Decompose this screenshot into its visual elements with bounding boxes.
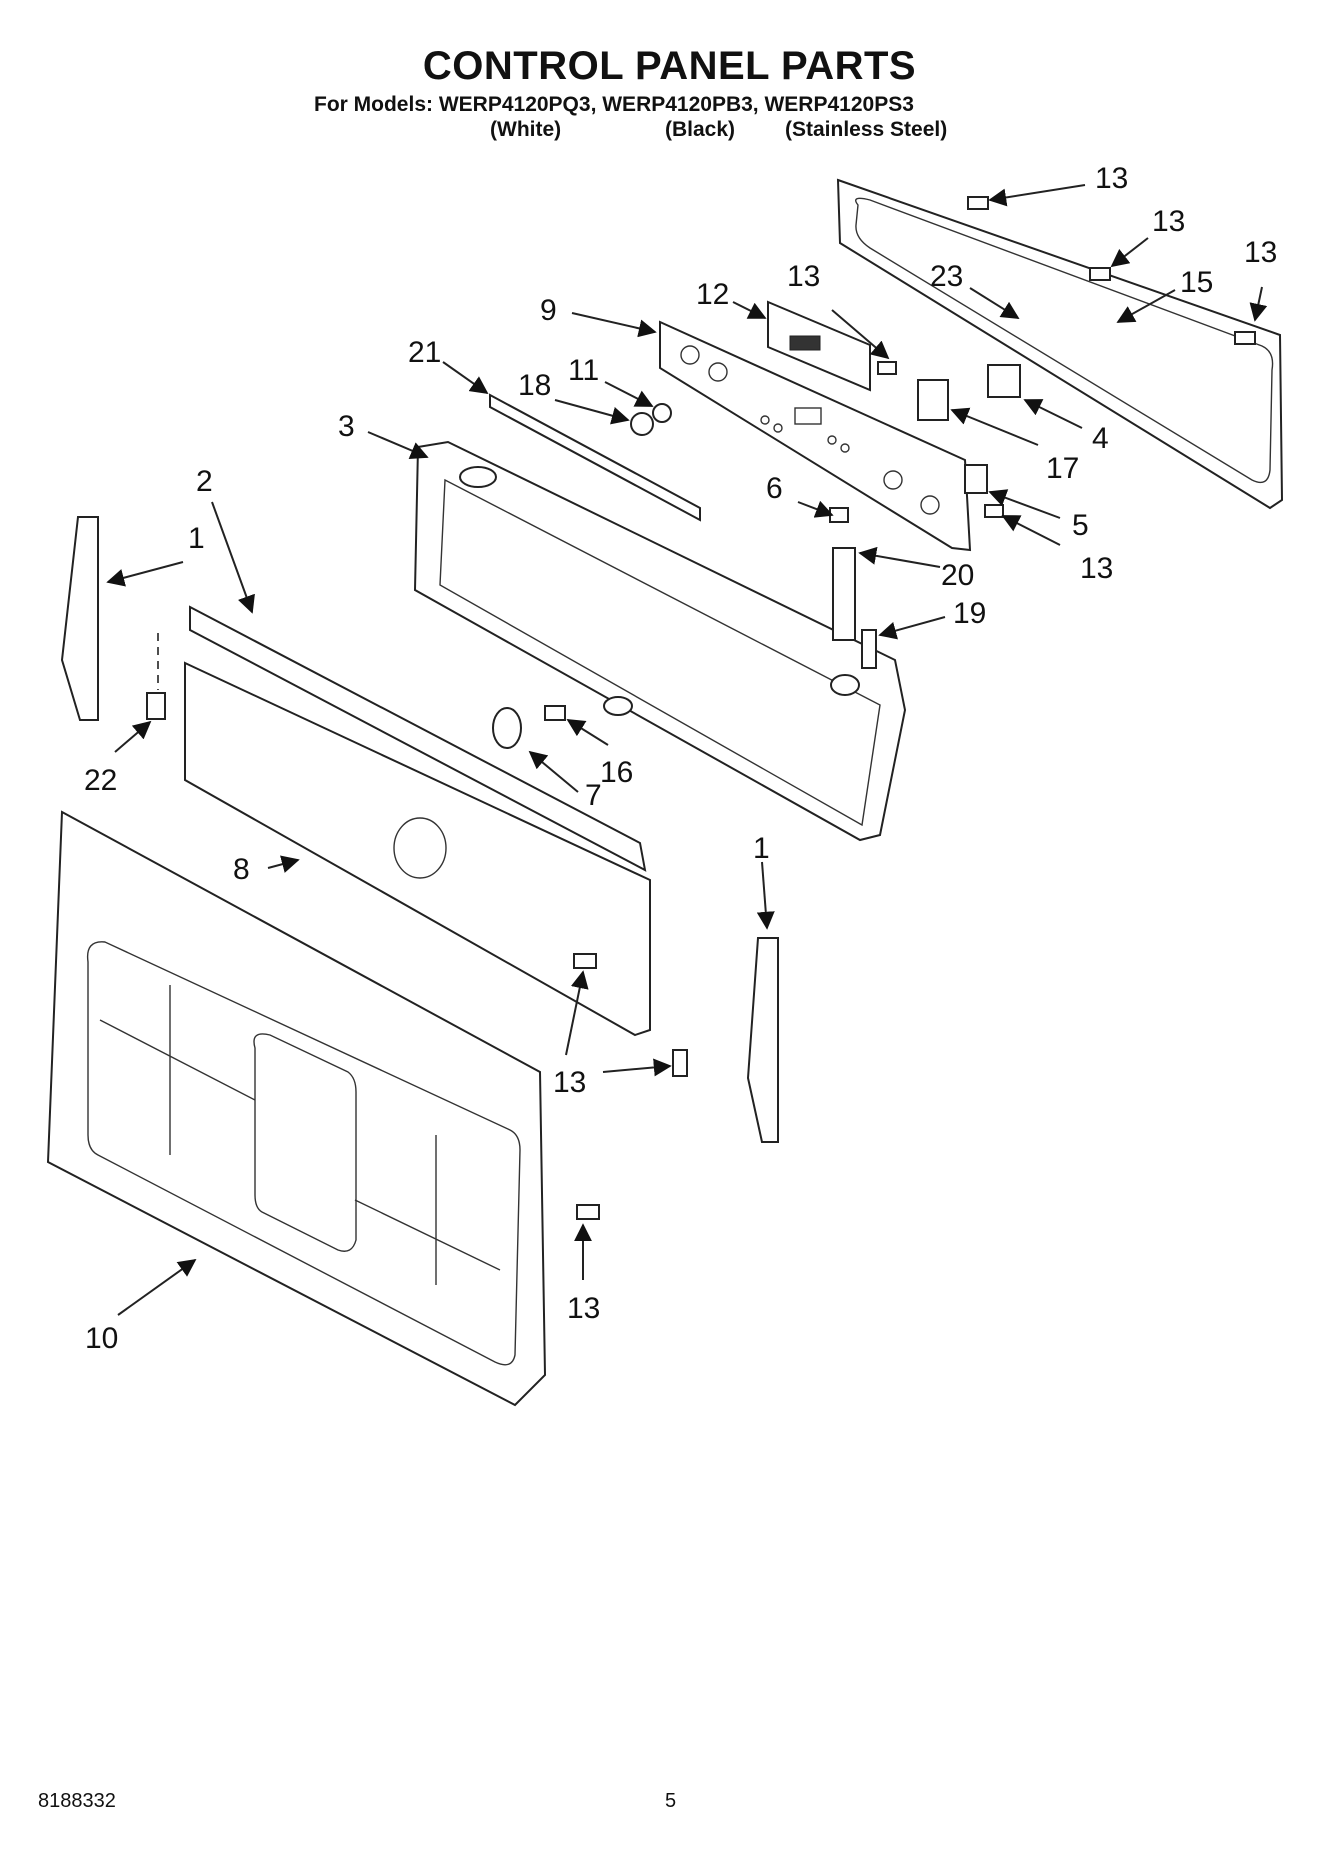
inner-panel-part [184, 661, 651, 1037]
callout-20: 20 [941, 559, 974, 592]
callout-9: 9 [540, 294, 557, 327]
variant-white: (White) [490, 118, 562, 141]
callout-13-relay: 13 [1080, 552, 1113, 585]
screw-13-parts [573, 196, 1256, 1220]
side-bracket-left-part [60, 516, 99, 721]
control-panel-housing-part [413, 440, 907, 842]
knob-part [492, 705, 566, 749]
callout-3: 3 [338, 410, 355, 443]
callout-13-top-3: 13 [1244, 236, 1277, 269]
bracket-strip-part [489, 393, 701, 522]
callout-17: 17 [1046, 452, 1079, 485]
callout-10: 10 [85, 1322, 118, 1355]
knob-bushing-part [630, 403, 672, 436]
callout-16: 16 [600, 756, 633, 789]
callout-13-mid: 13 [553, 1066, 586, 1099]
switch-part [917, 364, 1021, 494]
side-bracket-right-part [746, 937, 779, 1143]
callout-1-right: 1 [753, 832, 770, 865]
callout-13-bottom: 13 [567, 1292, 600, 1325]
callout-23: 23 [930, 260, 963, 293]
models-subtitle: For Models: WERP4120PQ3, WERP4120PB3, WE… [314, 93, 914, 116]
callout-2: 2 [196, 465, 213, 498]
small-screw-part [829, 507, 849, 523]
callout-21: 21 [408, 336, 441, 369]
mounting-bracket-part [189, 605, 647, 872]
doc-number: 8188332 [38, 1790, 116, 1812]
page-number: 5 [665, 1790, 677, 1812]
control-console-part [659, 320, 972, 552]
display-board-part [767, 300, 871, 392]
callout-8: 8 [233, 853, 250, 886]
callout-13-top-1: 13 [1095, 162, 1128, 195]
variant-stainless: (Stainless Steel) [785, 118, 948, 141]
callout-7: 7 [585, 779, 602, 812]
callout-6: 6 [766, 472, 783, 505]
variant-black: (Black) [665, 118, 736, 141]
callout-12: 12 [696, 278, 729, 311]
callout-1-left: 1 [188, 522, 205, 555]
callout-5: 5 [1072, 509, 1089, 542]
callout-13-board: 13 [787, 260, 820, 293]
callout-15: 15 [1180, 266, 1213, 299]
callout-19: 19 [953, 597, 986, 630]
oven-sensor-part [832, 547, 877, 669]
callout-11: 11 [568, 354, 599, 387]
callout-13-top-2: 13 [1152, 205, 1185, 238]
page-title: CONTROL PANEL PARTS [422, 44, 917, 88]
callout-4: 4 [1092, 422, 1109, 455]
rear-panel-part [46, 810, 547, 1407]
leader-lines [106, 184, 1268, 1316]
callout-22: 22 [84, 764, 117, 797]
callout-18: 18 [518, 369, 551, 402]
screw-22-part [146, 633, 166, 720]
trim-frame-part [836, 178, 1284, 510]
